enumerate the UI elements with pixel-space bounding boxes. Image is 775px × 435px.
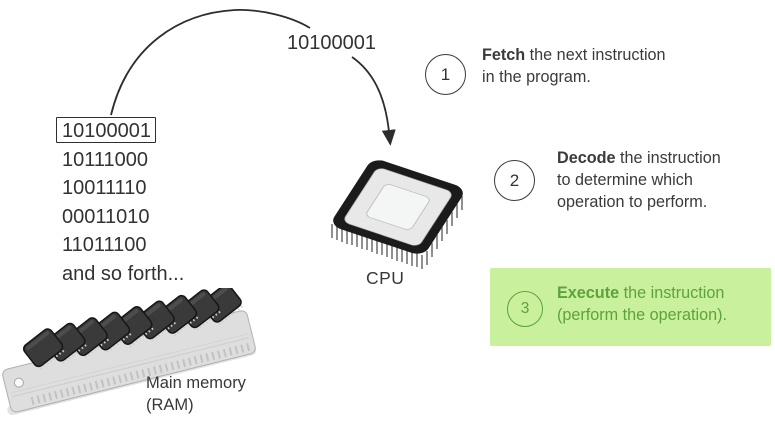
highlighted-instruction-box [56,117,156,143]
arrow-memory-to-label [110,9,311,116]
memory-instruction-highlighted: 10100001 [62,120,151,142]
step-2-line3: operation to perform. [557,193,708,211]
step-2-text: Decode the instruction to determine whic… [557,147,721,213]
step-2-line1-rest: the instruction [615,149,721,167]
cpu-label: CPU [366,268,405,288]
step-2-line1: Decode the instruction [557,147,721,169]
step-1-keyword: Fetch [482,46,526,64]
step-1-number-badge: 1 [425,54,466,95]
ram-caption: Main memory (RAM) [146,373,246,416]
memory-instruction: 11011100 [62,234,147,257]
step-3-text: Execute the instruction (perform the ope… [557,283,727,326]
step-1-line1-rest: the next instruction [525,46,666,64]
step-3-keyword: Execute [557,284,620,302]
ram-chips [22,288,244,370]
ram-mount-hole [13,377,24,388]
cpu-pins [331,196,463,269]
step-2-keyword: Decode [557,149,616,167]
step-3-number-badge: 3 [507,291,543,327]
cpu-die [366,184,430,230]
cpu-chip-illustration [331,160,463,269]
arrow-label-to-cpu [351,56,396,146]
memory-instruction: 10011110 [62,177,147,200]
step-1-text: Fetch the next instruction in the progra… [482,44,666,88]
step-3-line1-rest: the instruction [619,284,725,302]
step-3-line2: (perform the operation). [557,305,728,324]
step-2-number-badge: 2 [494,160,535,201]
ram-caption-line1: Main memory [146,374,246,392]
memory-instruction: 00011010 [62,205,150,228]
step-1-line1: Fetch the next instruction [482,44,666,66]
memory-instruction: 10111000 [62,148,149,171]
ram-contact-pins [30,343,251,405]
ram-module-illustration [2,288,256,416]
step-3-line1: Execute the instruction [557,283,727,305]
ram-caption-line2: (RAM) [146,395,194,414]
step-2-line2: to determine which [557,171,693,189]
memory-more-label: and so forth... [62,262,185,285]
memory-instruction-list: 10100001 10111000 10011110 00011010 1101… [62,119,184,291]
transfer-value-label: 10100001 [287,32,376,54]
step-1-line2: in the program. [482,68,591,86]
